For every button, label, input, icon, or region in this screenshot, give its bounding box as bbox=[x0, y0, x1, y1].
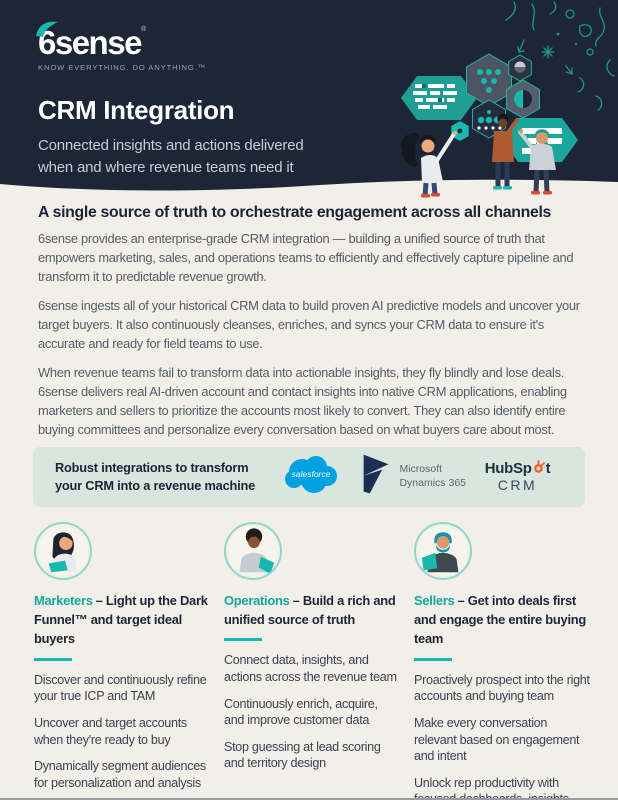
dynamics-flag-icon bbox=[361, 454, 391, 499]
column-heading: Marketers– Light up the Dark Funnel™ and… bbox=[34, 592, 208, 647]
column-item: Continuously enrich, acquire, and improv… bbox=[224, 696, 378, 728]
hubspot-sprocket-icon bbox=[532, 460, 546, 477]
integrations-label: Robust integrations to transform your CR… bbox=[55, 459, 256, 493]
page-bottom-edge bbox=[0, 798, 618, 800]
header-banner: 6sense® KNOW EVERYTHING. DO ANYTHING.™ C… bbox=[0, 0, 618, 198]
people-figures-icon bbox=[401, 113, 556, 198]
column-heading: Operations– Build a rich and unified sou… bbox=[224, 592, 396, 628]
person-woman-icon bbox=[401, 130, 458, 198]
column-heading: Sellers– Get into deals first and engage… bbox=[414, 592, 587, 647]
header-illustration bbox=[401, 1, 615, 198]
person-middle-icon bbox=[492, 113, 519, 190]
operations-avatar bbox=[224, 521, 282, 580]
column-item: Stop guessing at lead scoring and territ… bbox=[224, 739, 381, 771]
column-item: Make every conversation relevant based o… bbox=[414, 715, 580, 764]
persona-columns: Marketers– Light up the Dark Funnel™ and… bbox=[0, 507, 618, 800]
salesforce-logo-icon: salesforce bbox=[279, 452, 343, 501]
hubspot-logo: HubSp t CRM bbox=[484, 460, 551, 494]
registered-mark: ® bbox=[140, 26, 147, 33]
marketer-avatar bbox=[34, 521, 92, 580]
column-sellers: Sellers– Get into deals first and engage… bbox=[414, 521, 590, 800]
teal-divider bbox=[34, 657, 72, 661]
logo-leaf-icon bbox=[35, 19, 59, 42]
logo-wordmark: 6sense bbox=[38, 24, 142, 61]
column-item: Uncover and target accounts when they're… bbox=[34, 715, 187, 747]
svg-text:salesforce: salesforce bbox=[291, 469, 330, 479]
role-label: Marketers bbox=[34, 592, 93, 608]
intro-paragraph-2: 6sense ingests all of your historical CR… bbox=[38, 297, 580, 351]
intro-section: A single source of truth to orchestrate … bbox=[0, 196, 618, 440]
logo-tagline: KNOW EVERYTHING. DO ANYTHING.™ bbox=[38, 63, 207, 72]
teal-divider bbox=[414, 657, 452, 661]
column-marketers: Marketers– Light up the Dark Funnel™ and… bbox=[34, 521, 210, 800]
section-heading: A single source of truth to orchestrate … bbox=[38, 204, 552, 221]
column-item: Proactively prospect into the right acco… bbox=[414, 672, 590, 704]
role-label: Sellers bbox=[414, 592, 455, 608]
dynamics-logo: Microsoft Dynamics 365 bbox=[361, 454, 466, 499]
integration-logos: salesforce Microsoft Dynamics 365 bbox=[260, 452, 569, 501]
sellers-avatar bbox=[414, 521, 472, 580]
teal-divider bbox=[224, 638, 262, 642]
column-item: Discover and continuously refine your tr… bbox=[34, 672, 207, 704]
role-label: Operations bbox=[224, 592, 290, 608]
dynamics-label: Microsoft Dynamics 365 bbox=[399, 463, 466, 489]
intro-paragraph-1: 6sense provides an enterprise-grade CRM … bbox=[38, 231, 574, 284]
sixsense-logo: 6sense® KNOW EVERYTHING. DO ANYTHING.™ bbox=[36, 21, 207, 72]
column-item: Connect data, insights, and actions acro… bbox=[224, 653, 397, 685]
column-item: Dynamically segment audiences for person… bbox=[34, 759, 206, 790]
integrations-bar: Robust integrations to transform your CR… bbox=[33, 446, 585, 507]
page-title: CRM Integration bbox=[38, 95, 235, 125]
header-wave-edge bbox=[0, 179, 618, 197]
intro-paragraph-3: When revenue teams fail to transform dat… bbox=[38, 364, 567, 437]
column-operations: Operations– Build a rich and unified sou… bbox=[224, 521, 400, 800]
person-right-icon bbox=[518, 128, 556, 195]
doodle-sketches-icon bbox=[505, 1, 615, 111]
column-item: Unlock rep productivity with focused das… bbox=[414, 775, 572, 800]
page-subtitle: Connected insights and actions delivered… bbox=[38, 137, 304, 176]
